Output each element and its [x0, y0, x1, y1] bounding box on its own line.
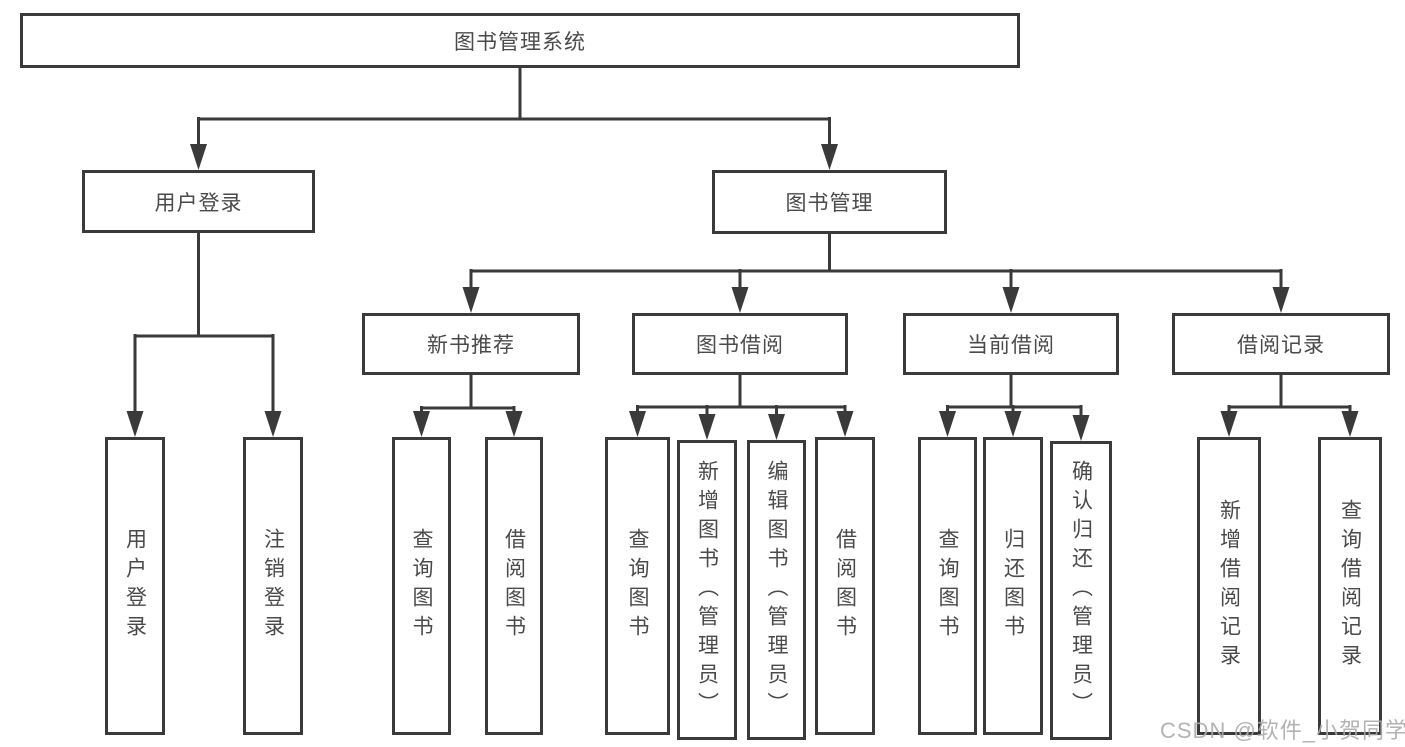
leaf-confirm-return-admin: 确认归还（管理员）	[1050, 441, 1112, 740]
leaf-borrow-books-recommend-label: 借阅图书	[502, 528, 526, 644]
node-user-login-label: 用户登录	[154, 191, 243, 215]
leaf-query-books-current: 查询图书	[918, 437, 977, 735]
leaf-query-borrow-record: 查询借阅记录	[1318, 437, 1382, 735]
leaf-query-borrow-record-label: 查询借阅记录	[1338, 499, 1362, 673]
node-book-borrowing: 图书借阅	[632, 313, 848, 375]
leaf-query-books-borrowing-label: 查询图书	[626, 528, 649, 644]
leaf-add-borrow-record-label: 新增借阅记录	[1217, 499, 1241, 673]
watermark: CSDN @软件_小贺同学	[1160, 718, 1405, 743]
leaf-edit-book-admin-label: 编辑图书（管理员）	[765, 459, 788, 721]
leaf-logout-label: 注销登录	[261, 528, 285, 644]
node-library-system-label: 图书管理系统	[454, 30, 586, 54]
leaf-user-login: 用户登录	[105, 437, 165, 735]
node-book-management: 图书管理	[712, 170, 947, 234]
node-library-system: 图书管理系统	[20, 13, 1020, 68]
node-user-login: 用户登录	[82, 170, 315, 233]
leaf-return-books: 归还图书	[983, 437, 1043, 735]
node-borrow-records-label: 借阅记录	[1237, 334, 1325, 357]
node-current-borrowing: 当前借阅	[903, 313, 1119, 375]
leaf-add-book-admin: 新增图书（管理员）	[677, 440, 737, 740]
leaf-edit-book-admin: 编辑图书（管理员）	[747, 440, 806, 740]
leaf-query-books-current-label: 查询图书	[936, 528, 959, 644]
node-new-book-recommend-label: 新书推荐	[427, 334, 515, 357]
leaf-user-login-label: 用户登录	[123, 528, 147, 644]
node-book-management-label: 图书管理	[785, 192, 874, 215]
node-new-book-recommend: 新书推荐	[362, 313, 580, 375]
leaf-borrow-books-borrowing-label: 借阅图书	[833, 528, 857, 644]
leaf-confirm-return-admin-label: 确认归还（管理员）	[1069, 460, 1093, 721]
leaf-add-book-admin-label: 新增图书（管理员）	[695, 459, 719, 721]
leaf-query-books-recommend: 查询图书	[392, 437, 451, 735]
leaf-borrow-books-recommend: 借阅图书	[485, 437, 543, 735]
leaf-add-borrow-record: 新增借阅记录	[1197, 437, 1261, 735]
leaf-borrow-books-borrowing: 借阅图书	[815, 437, 875, 735]
node-borrow-records: 借阅记录	[1172, 313, 1390, 375]
node-book-borrowing-label: 图书借阅	[696, 334, 784, 357]
leaf-query-books-recommend-label: 查询图书	[410, 528, 433, 644]
node-current-borrowing-label: 当前借阅	[967, 334, 1055, 357]
leaf-query-books-borrowing: 查询图书	[605, 437, 670, 735]
leaf-logout: 注销登录	[243, 437, 303, 735]
leaf-return-books-label: 归还图书	[1001, 528, 1025, 644]
